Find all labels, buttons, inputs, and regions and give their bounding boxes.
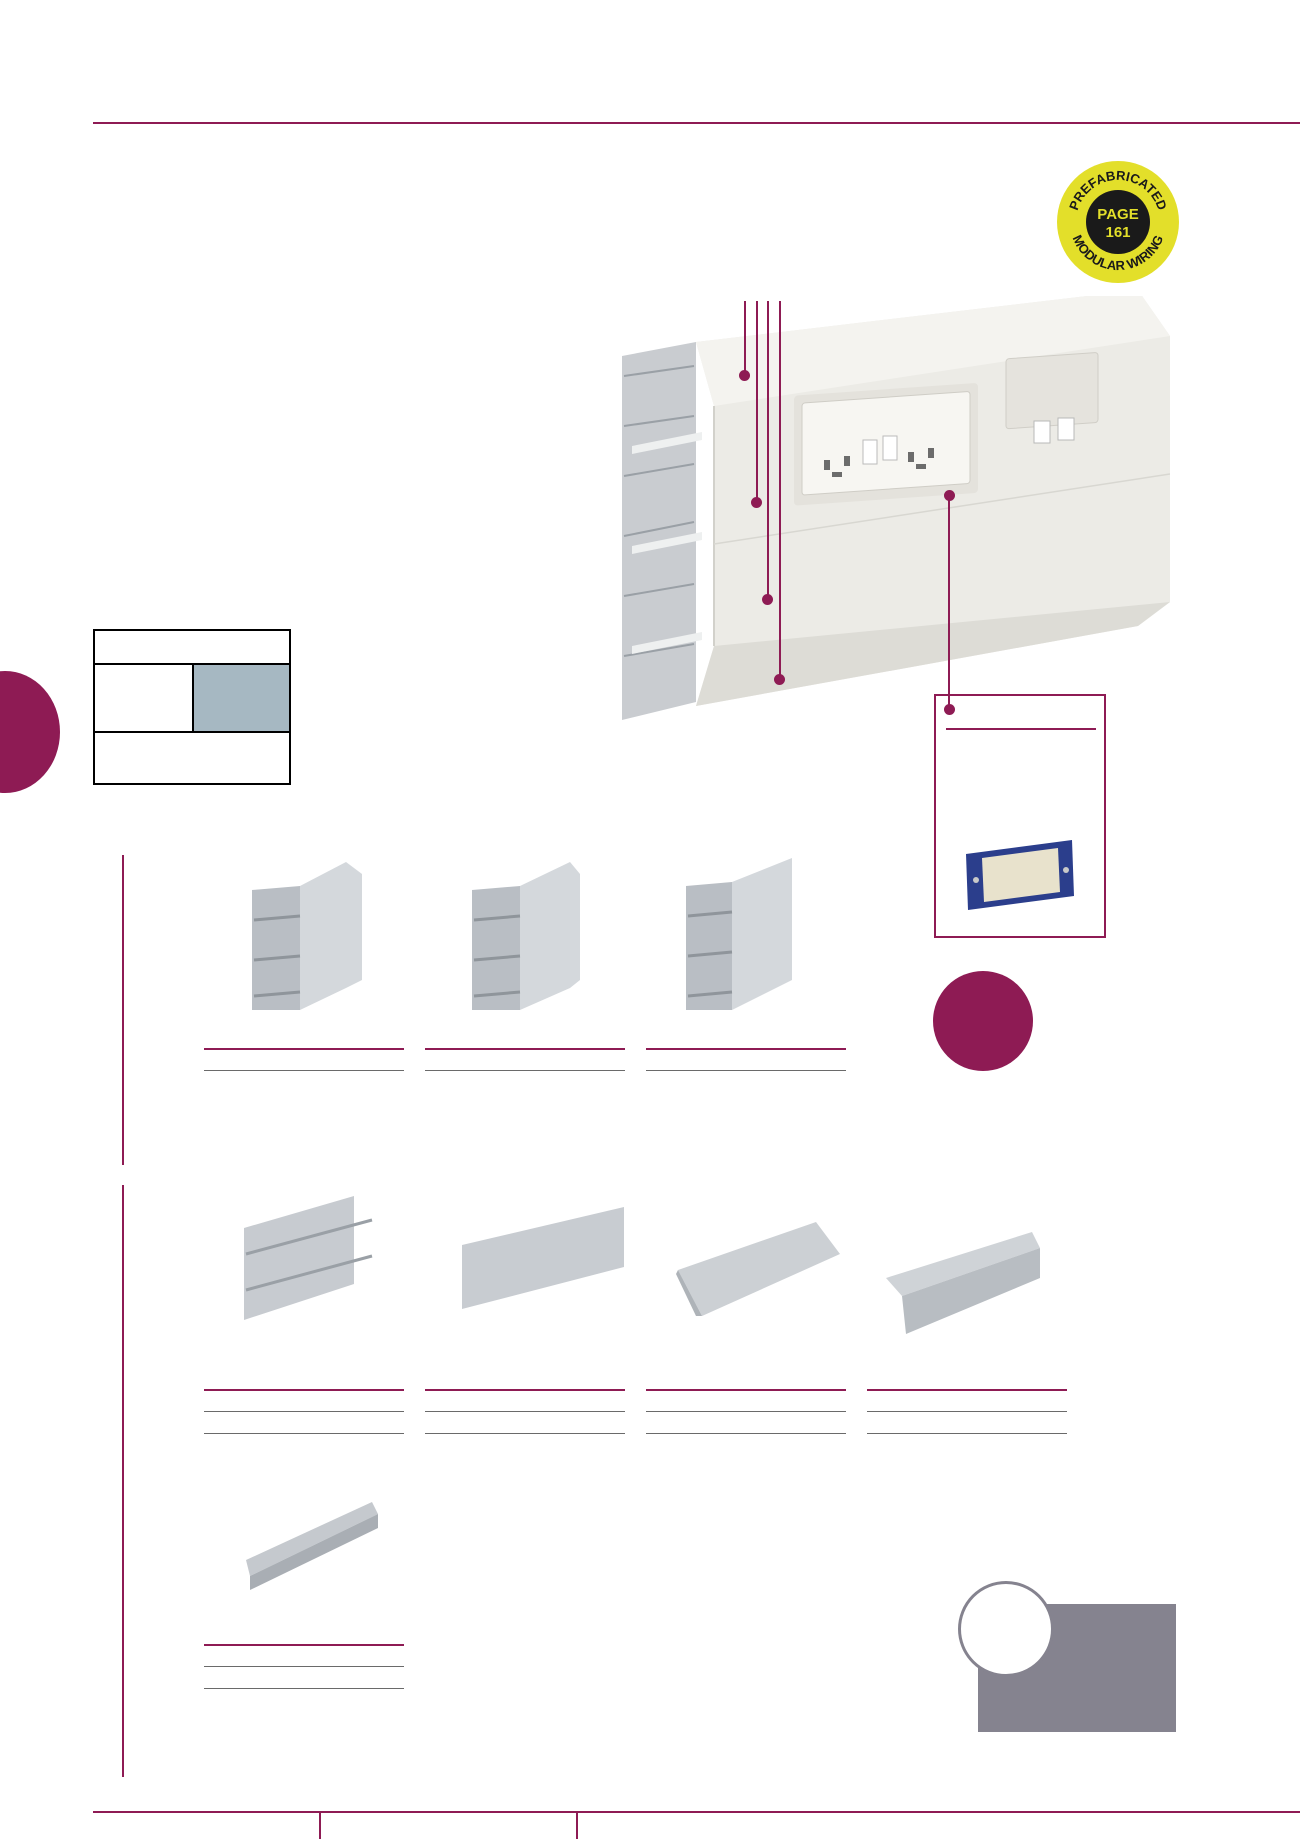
section-rule-1 bbox=[122, 855, 124, 1165]
callout-line-3 bbox=[767, 301, 769, 601]
footer-divider-1 bbox=[319, 1812, 321, 1839]
section-rule-2 bbox=[122, 1185, 124, 1777]
row2-col2-thin-2 bbox=[425, 1433, 625, 1434]
product-image-2 bbox=[470, 860, 584, 1010]
row2-col1-thin-2 bbox=[204, 1433, 404, 1434]
row1-col2-thin bbox=[425, 1070, 625, 1071]
spec-table-col-divider bbox=[192, 665, 194, 731]
accessory-box bbox=[934, 694, 1106, 938]
row2-col2-thin-1 bbox=[425, 1411, 625, 1412]
prefabricated-badge[interactable]: PREFABRICATED MODULAR WIRING PAGE 161 bbox=[1056, 160, 1180, 284]
row2-col3-rule bbox=[646, 1389, 846, 1391]
accessory-box-divider bbox=[946, 728, 1096, 730]
row3-col1-thin-2 bbox=[204, 1688, 404, 1689]
grey-info-circle bbox=[958, 1581, 1054, 1677]
row1-col1-thin bbox=[204, 1070, 404, 1071]
callout-dot-3 bbox=[762, 594, 773, 605]
row3-col1-rule bbox=[204, 1644, 404, 1646]
product-image-5 bbox=[460, 1205, 626, 1309]
row2-col3-thin-1 bbox=[646, 1411, 846, 1412]
row2-col1-rule bbox=[204, 1389, 404, 1391]
row3-col1-thin-1 bbox=[204, 1666, 404, 1667]
row2-col1-thin-1 bbox=[204, 1411, 404, 1412]
row2-col4-thin-1 bbox=[867, 1411, 1067, 1412]
round-marker bbox=[933, 971, 1033, 1071]
row2-col3-thin-2 bbox=[646, 1433, 846, 1434]
row1-col1-rule bbox=[204, 1048, 404, 1050]
product-image-4 bbox=[242, 1194, 374, 1320]
badge-page-number: 161 bbox=[1105, 224, 1130, 241]
product-image-1 bbox=[250, 860, 364, 1010]
top-rule bbox=[93, 122, 1300, 124]
callout-line-1 bbox=[744, 301, 746, 376]
footer-rule bbox=[93, 1811, 1300, 1813]
spec-table-row-divider-top bbox=[95, 663, 289, 665]
row2-col2-rule bbox=[425, 1389, 625, 1391]
callout-dot-socket bbox=[944, 490, 955, 501]
trunking-hero-image bbox=[618, 296, 1170, 726]
product-image-7 bbox=[884, 1230, 1042, 1334]
callout-dot-box bbox=[944, 704, 955, 715]
row1-col3-rule bbox=[646, 1048, 846, 1050]
product-image-8 bbox=[244, 1500, 380, 1590]
callout-line-socket-v bbox=[948, 500, 950, 708]
mounting-box-image bbox=[966, 840, 1074, 910]
row1-col2-rule bbox=[425, 1048, 625, 1050]
spec-table-highlight-cell bbox=[194, 665, 289, 731]
callout-line-4 bbox=[779, 301, 781, 681]
section-tab bbox=[0, 671, 60, 793]
callout-dot-2 bbox=[751, 497, 762, 508]
row2-col4-rule bbox=[867, 1389, 1067, 1391]
badge-page-label: PAGE bbox=[1097, 206, 1138, 223]
spec-table-row-divider-bottom bbox=[95, 731, 289, 733]
product-image-6 bbox=[676, 1220, 842, 1316]
badge-icon: PREFABRICATED MODULAR WIRING PAGE 161 bbox=[1057, 161, 1179, 283]
product-image-3 bbox=[684, 856, 794, 1010]
footer-divider-2 bbox=[576, 1812, 578, 1839]
callout-dot-1 bbox=[739, 370, 750, 381]
row1-col3-thin bbox=[646, 1070, 846, 1071]
spec-table bbox=[93, 629, 291, 785]
callout-line-2 bbox=[756, 301, 758, 507]
callout-dot-4 bbox=[774, 674, 785, 685]
row2-col4-thin-2 bbox=[867, 1433, 1067, 1434]
